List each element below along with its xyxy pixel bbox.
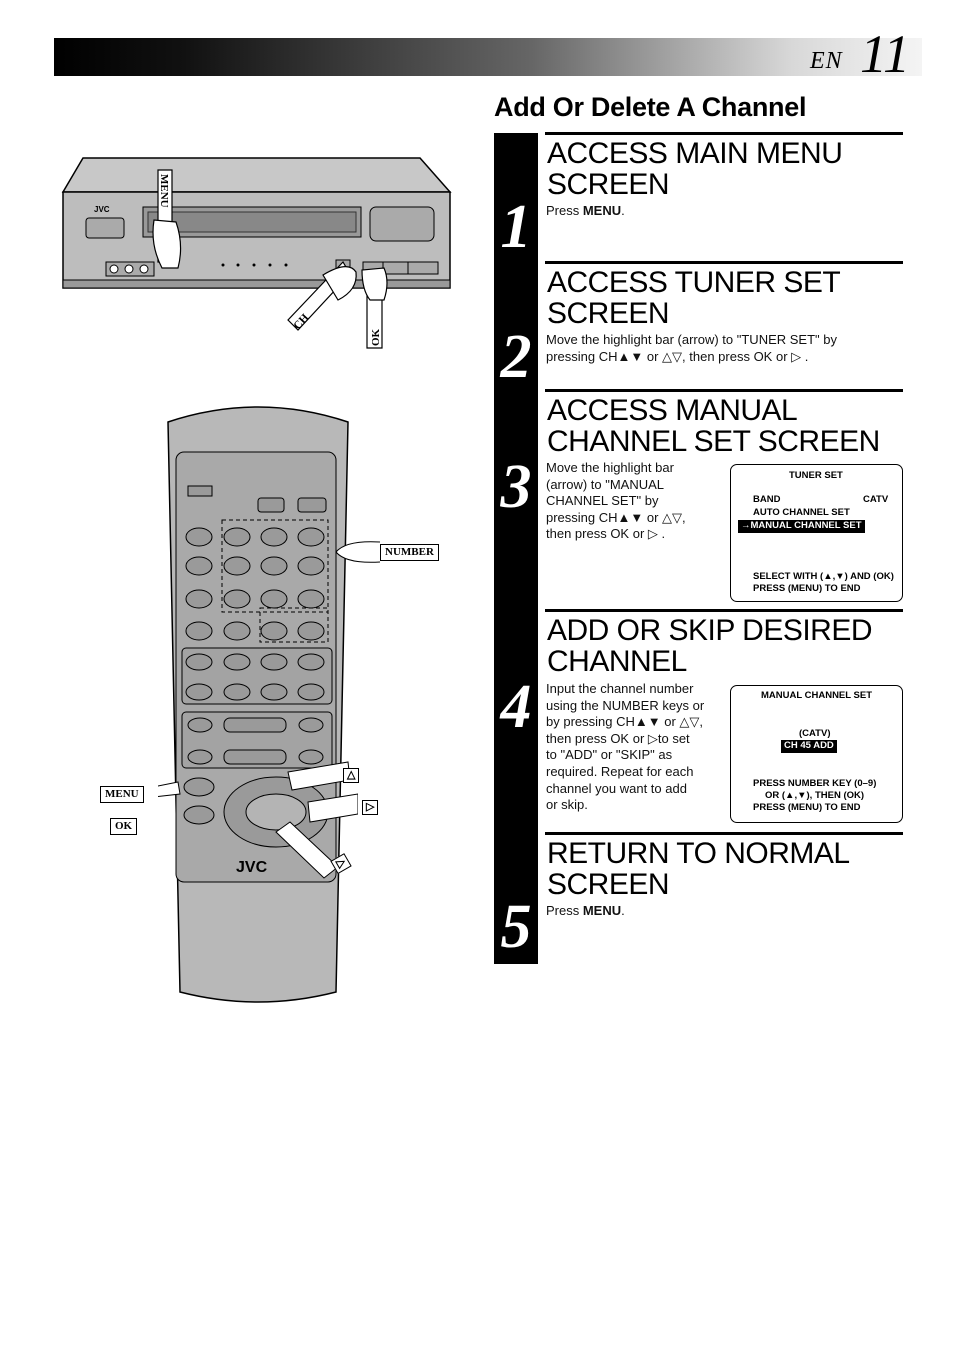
step-number-1: 1 xyxy=(500,193,532,261)
step-number-2: 2 xyxy=(500,323,532,391)
step-number-4: 4 xyxy=(500,673,532,741)
header-bar xyxy=(54,38,922,76)
ok-callout: OK xyxy=(110,818,138,835)
step-number-5: 5 xyxy=(500,893,532,961)
right-arrow-icon: ▷ xyxy=(362,800,379,815)
step-1-rule xyxy=(545,132,903,135)
step-5-rule xyxy=(545,832,903,835)
step-number-3: 3 xyxy=(500,453,532,521)
vcr-ok-label: OK xyxy=(370,328,382,346)
step-4-body: Input the channel number using the NUMBE… xyxy=(546,681,705,813)
step-2-body: Move the highlight bar (arrow) to "TUNER… xyxy=(546,332,837,364)
step-2-rule xyxy=(545,261,903,264)
osd-channel-highlight: CH 45 ADD xyxy=(781,740,837,753)
step-1-body: Press MENU. xyxy=(546,203,625,218)
menu-callout: MENU xyxy=(100,786,144,803)
step-5-body: Press MENU. xyxy=(546,903,625,918)
step-4-rule xyxy=(545,609,903,612)
step-column xyxy=(494,133,538,964)
osd-highlight-bar: →MANUAL CHANNEL SET xyxy=(738,520,865,533)
vcr-brand-logo: JVC xyxy=(94,205,110,214)
page-number: 11 xyxy=(860,24,910,84)
step-3-body: Move the highlight bar (arrow) to "MANUA… xyxy=(546,460,686,542)
vcr-illustration: MENU CH OK JVC xyxy=(61,157,452,349)
remote-brand-logo: JVC xyxy=(236,859,268,876)
step-3-rule xyxy=(545,389,903,392)
number-callout-pointer xyxy=(335,541,381,563)
remote-illustration: JVC xyxy=(158,406,358,1003)
osd-tuner-set: TUNER SET BAND CATV AUTO CHANNEL SET →MA… xyxy=(730,464,903,602)
section-title: Add Or Delete A Channel xyxy=(494,92,807,122)
up-arrow-icon: △ xyxy=(343,768,360,783)
number-callout: NUMBER xyxy=(380,544,439,561)
page-language: EN xyxy=(810,48,843,74)
osd-manual-channel-set: MANUAL CHANNEL SET (CATV) CH 45 ADD PRES… xyxy=(730,685,903,823)
vcr-menu-label: MENU xyxy=(158,174,170,208)
